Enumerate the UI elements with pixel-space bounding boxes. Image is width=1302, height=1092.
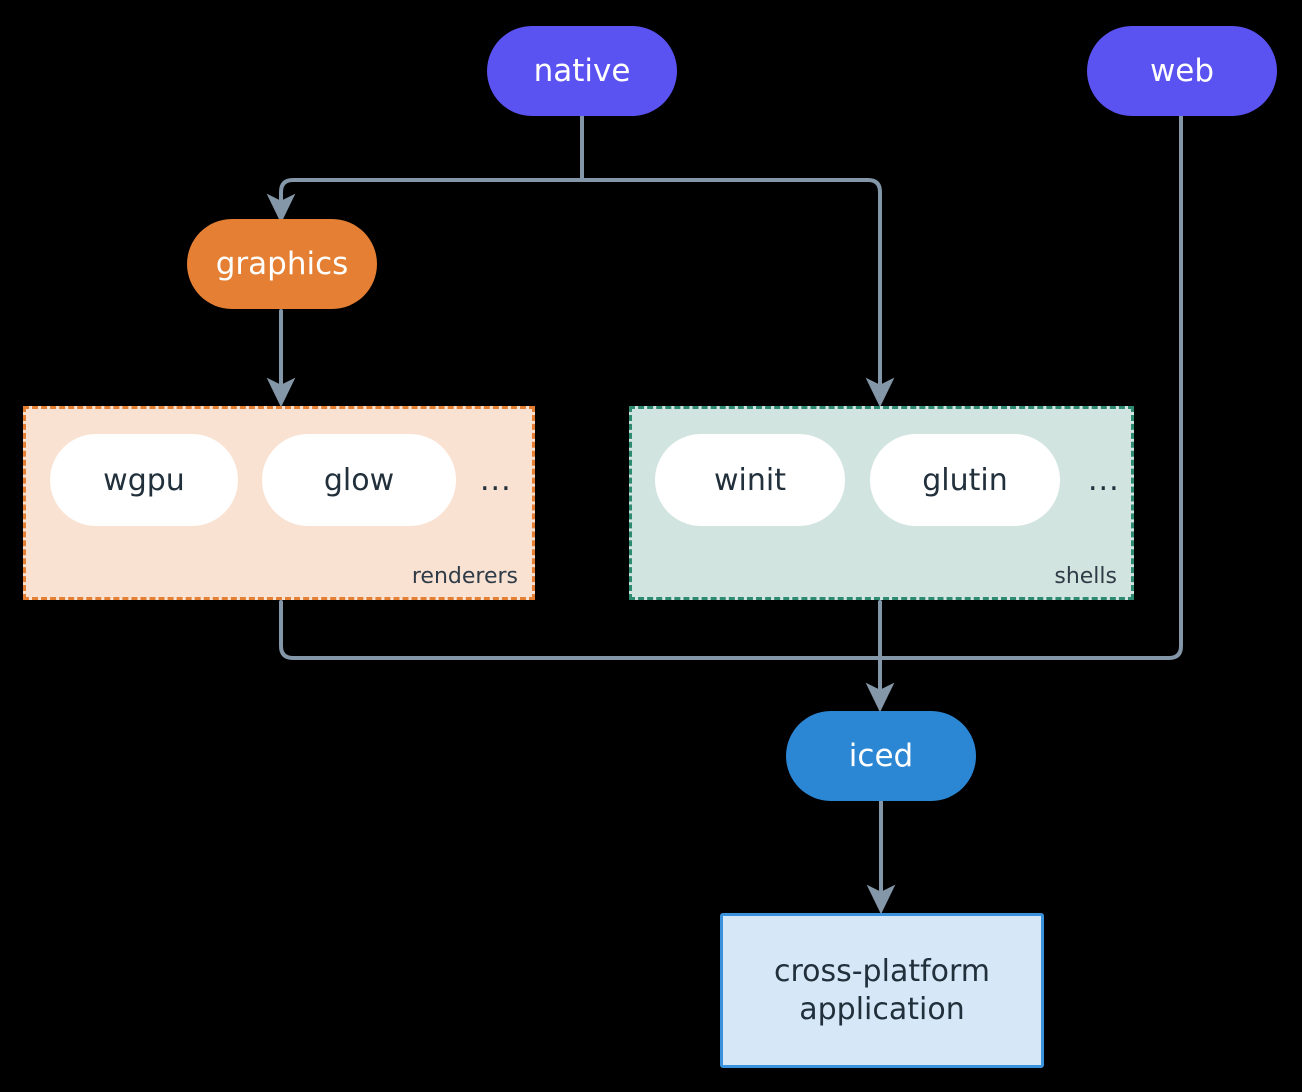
node-native-label: native [533,52,631,89]
group-renderers-label: renderers [411,564,518,589]
group-shells-label: shells [1054,564,1117,589]
edge-renderers-to-iced [279,600,882,660]
node-application-line1: cross-platform [773,954,991,989]
pill-wgpu-label: wgpu [103,462,185,498]
node-application[interactable]: cross-platform application [720,913,1044,1068]
pill-winit-label: winit [714,462,786,498]
node-native[interactable]: native [487,26,677,116]
pill-winit[interactable]: winit [655,434,845,526]
node-application-line2: application [799,991,965,1027]
edge-native-to-shells [580,178,895,408]
node-graphics-label: graphics [215,245,349,282]
renderers-ellipsis: ... [480,463,512,498]
edge-native-to-graphics [266,178,584,224]
pill-glow-label: glow [323,462,395,498]
pill-wgpu[interactable]: wgpu [50,434,238,526]
pill-glow[interactable]: glow [262,434,456,526]
node-web[interactable]: web [1087,26,1277,116]
node-iced[interactable]: iced [786,711,976,801]
node-graphics[interactable]: graphics [187,219,377,309]
pill-glutin-label: glutin [922,462,1008,498]
pill-glutin[interactable]: glutin [870,434,1060,526]
node-iced-label: iced [848,737,914,774]
shells-ellipsis: ... [1088,463,1120,498]
node-web-label: web [1149,52,1215,89]
